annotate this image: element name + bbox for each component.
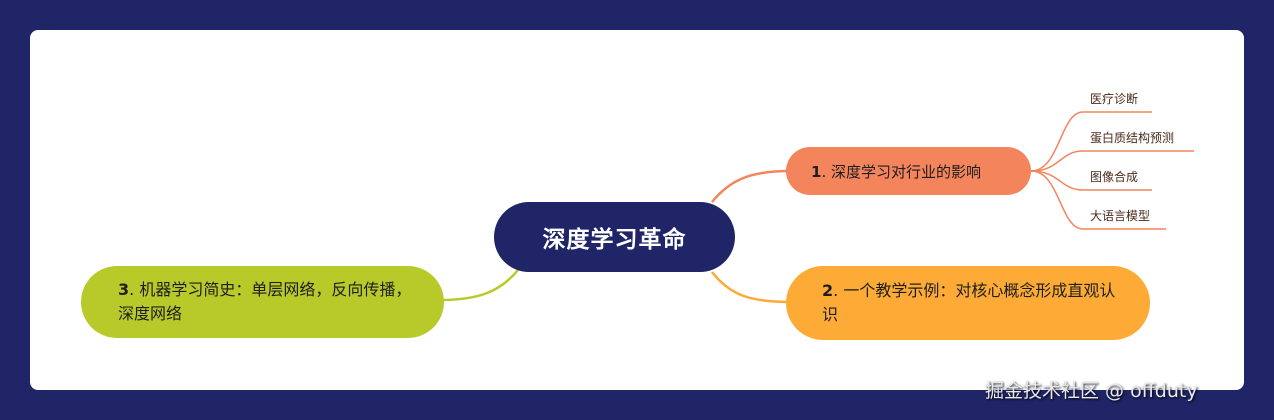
leaf-node-medical-diagnosis[interactable]: 医疗诊断 xyxy=(1090,92,1139,106)
branch-node-2-number: 2 xyxy=(822,281,834,300)
branch-node-3-number: 3 xyxy=(118,280,130,299)
branch-node-3-text: 3. 机器学习简史：单层网络，反向传播，深度网络 xyxy=(118,278,414,326)
root-node-label: 深度学习革命 xyxy=(542,227,687,253)
branch-node-1-label: . 深度学习对行业的影响 xyxy=(821,162,981,181)
branch-node-1[interactable]: 1. 深度学习对行业的影响 xyxy=(786,147,1031,195)
branch-node-1-number: 1 xyxy=(811,162,822,181)
branch-node-2[interactable]: 2. 一个教学示例：对核心概念形成直观认识 xyxy=(786,266,1150,340)
root-node[interactable]: 深度学习革命 xyxy=(494,202,735,272)
branch-node-2-label: . 一个教学示例：对核心概念形成直观认识 xyxy=(822,281,1116,324)
branch-node-3-label: . 机器学习简史：单层网络，反向传播，深度网络 xyxy=(118,280,412,323)
branch-node-2-text: 2. 一个教学示例：对核心概念形成直观认识 xyxy=(822,279,1120,327)
branch-node-1-text: 1. 深度学习对行业的影响 xyxy=(811,161,981,182)
watermark: 掘金技术社区 @ offduty xyxy=(985,380,1198,402)
leaf-node-protein-structure[interactable]: 蛋白质结构预测 xyxy=(1090,131,1175,145)
leaf-node-image-synthesis[interactable]: 图像合成 xyxy=(1090,170,1139,184)
branch-node-3[interactable]: 3. 机器学习简史：单层网络，反向传播，深度网络 xyxy=(81,266,444,338)
leaf-node-large-language-model[interactable]: 大语言模型 xyxy=(1090,209,1151,223)
